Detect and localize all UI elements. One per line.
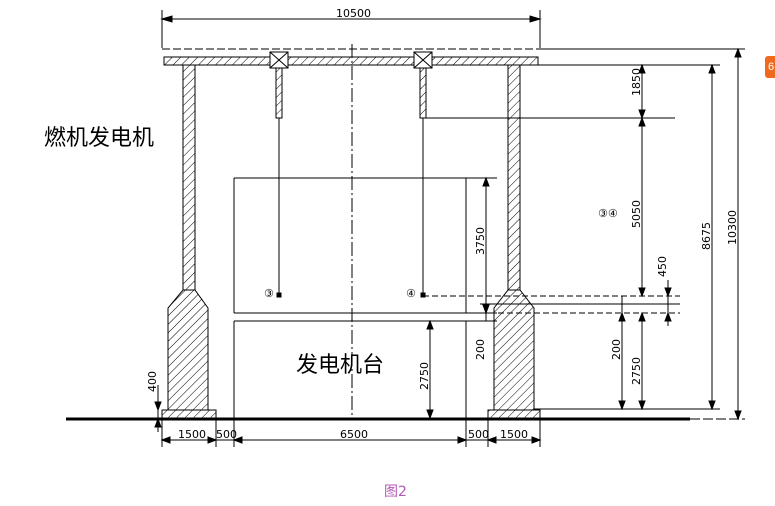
label-bottom-2: 500 [216, 428, 237, 441]
label-top-clearance: 1850 [630, 68, 643, 96]
marker-34: ③④ [598, 207, 618, 220]
bottom-dimensions [160, 419, 542, 447]
label-middle-height: 5050 [630, 200, 643, 228]
roof-beam [162, 48, 540, 66]
side-widget-tab[interactable]: 6 [765, 56, 775, 78]
label-bottom-5: 1500 [500, 428, 528, 441]
label-foundation-left: 400 [146, 371, 159, 392]
label-overall-width: 10500 [336, 7, 371, 20]
marker-3: ③ [264, 287, 274, 300]
title-gas-turbine-generator: 燃机发电机 [44, 126, 154, 151]
marker-4: ④ [406, 287, 416, 300]
label-bottom-1: 1500 [178, 428, 206, 441]
dim-overall-width [160, 10, 542, 48]
label-crane-height: 3750 [474, 227, 487, 255]
right-column [487, 64, 541, 420]
label-total-height: 10300 [726, 210, 739, 245]
label-pedestal-height-right: 2750 [630, 357, 643, 385]
label-slab-thickness-right: 200 [610, 339, 623, 360]
figure-caption: 图2 [384, 484, 407, 500]
label-bottom-3: 6500 [340, 428, 368, 441]
label-small-gap: 450 [656, 256, 669, 277]
label-slab-thickness: 200 [474, 339, 487, 360]
label-pedestal-height: 2750 [418, 362, 431, 390]
title-generator-pedestal: 发电机台 [296, 353, 384, 378]
vertical-dimensions [154, 47, 742, 432]
label-rail-height: 8675 [700, 222, 713, 250]
label-bottom-4: 500 [468, 428, 489, 441]
crane-hanger-left [269, 51, 289, 298]
left-column [161, 64, 217, 420]
side-widget-label: 6 [768, 61, 775, 73]
crane-hanger-right [413, 51, 433, 298]
generator-enclosure [233, 48, 745, 418]
